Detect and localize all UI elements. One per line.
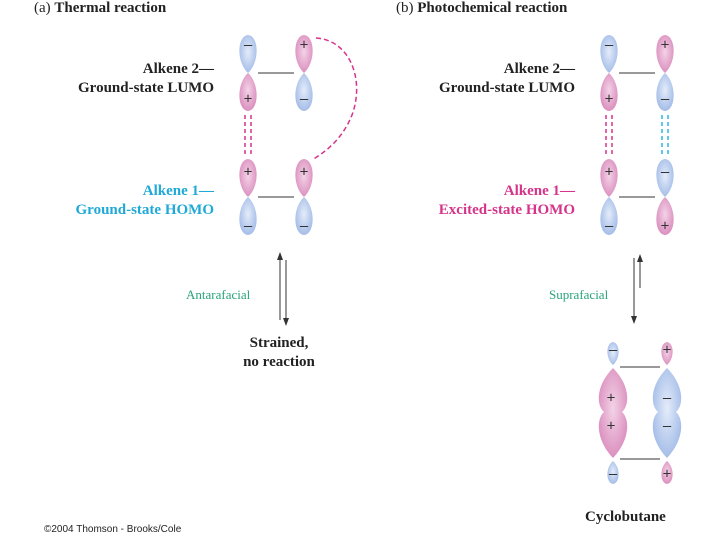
right-interactions xyxy=(605,115,669,156)
right-alkene2-line1: Alkene 2— xyxy=(503,61,575,77)
down-arrowhead xyxy=(631,316,637,324)
left-arrow-label: Antarafacial xyxy=(186,287,251,302)
merged-orbital-right xyxy=(652,368,682,458)
up-arrowhead xyxy=(637,254,643,262)
plus-sign: + xyxy=(661,218,670,235)
left-alkene2-label: Alkene 2— Ground-state LUMO xyxy=(78,60,214,98)
left-result-label: Strained, no reaction xyxy=(232,334,326,372)
left-result-line2: no reaction xyxy=(243,354,315,370)
right-result-line1: Cyclobutane xyxy=(585,509,666,525)
orbital-lobe xyxy=(600,73,618,111)
right-equilibrium-arrows xyxy=(631,254,643,324)
minus-sign: – xyxy=(605,37,614,54)
right-alkene2-orbitals: – + + – xyxy=(600,35,674,111)
minus-sign: – xyxy=(661,91,670,108)
left-alkene1-line2: Ground-state HOMO xyxy=(75,202,214,218)
plus-sign: + xyxy=(661,37,670,54)
orbital-lobe xyxy=(656,35,674,73)
left-equilibrium-arrows xyxy=(277,252,289,326)
orbital-lobe xyxy=(661,461,673,484)
orbital-lobe xyxy=(295,159,313,197)
orbital-lobe xyxy=(295,35,313,73)
orbital-lobe xyxy=(600,159,618,197)
plus-sign: + xyxy=(663,342,672,359)
left-interactions xyxy=(244,37,358,161)
plus-sign: + xyxy=(663,466,672,483)
right-panel-prefix: (b) xyxy=(396,0,414,16)
orbital-lobe xyxy=(600,197,618,235)
orbital-lobe xyxy=(239,35,257,73)
minus-sign: – xyxy=(244,37,253,54)
orbital-lobe xyxy=(239,197,257,235)
dashed-arc xyxy=(311,37,358,161)
right-alkene1-orbitals: + – – + xyxy=(600,159,674,235)
minus-sign: – xyxy=(663,418,672,435)
orbital-lobe xyxy=(656,73,674,111)
plus-sign: + xyxy=(605,164,614,181)
orbital-lobe xyxy=(600,35,618,73)
minus-sign: – xyxy=(609,342,618,359)
orbital-lobe xyxy=(239,159,257,197)
down-arrowhead xyxy=(283,318,289,326)
right-panel-title: (b) Photochemical reaction xyxy=(396,0,567,17)
orbital-lobe xyxy=(656,159,674,197)
right-alkene2-label: Alkene 2— Ground-state LUMO xyxy=(439,60,575,98)
orbital-lobe xyxy=(661,342,673,365)
orbital-lobe xyxy=(656,197,674,235)
orbital-lobe xyxy=(607,342,619,365)
orbital-lobe xyxy=(295,197,313,235)
right-alkene2-line2: Ground-state LUMO xyxy=(439,80,575,96)
left-alkene2-line1: Alkene 2— xyxy=(142,61,214,77)
copyright: ©2004 Thomson - Brooks/Cole xyxy=(44,524,182,535)
plus-sign: + xyxy=(244,164,253,181)
plus-sign: + xyxy=(300,37,309,54)
right-alkene1-line2: Excited-state HOMO xyxy=(438,202,575,218)
right-result-label: Cyclobutane xyxy=(585,508,666,527)
plus-sign: + xyxy=(244,91,253,108)
left-alkene1-line1: Alkene 1— xyxy=(142,183,214,199)
minus-sign: – xyxy=(244,218,253,235)
orbital-lobe xyxy=(607,461,619,484)
minus-sign: – xyxy=(300,218,309,235)
left-panel-title: (a) Thermal reaction xyxy=(34,0,166,17)
right-panel-title-text: Photochemical reaction xyxy=(417,0,568,16)
left-panel-title-text: Thermal reaction xyxy=(54,0,167,16)
left-result-line1: Strained, xyxy=(249,335,309,351)
minus-sign: – xyxy=(605,218,614,235)
plus-sign: + xyxy=(300,164,309,181)
plus-sign: + xyxy=(607,390,616,407)
merged-orbital-left xyxy=(598,368,628,458)
left-panel-prefix: (a) xyxy=(34,0,51,16)
left-alkene2-line2: Ground-state LUMO xyxy=(78,80,214,96)
left-alkene1-label: Alkene 1— Ground-state HOMO xyxy=(76,182,214,220)
orbital-lobe xyxy=(239,73,257,111)
minus-sign: – xyxy=(661,164,670,181)
left-alkene1-orbitals: + – + – xyxy=(239,159,313,235)
plus-sign: + xyxy=(607,418,616,435)
right-alkene1-line1: Alkene 1— xyxy=(503,183,575,199)
minus-sign: – xyxy=(300,91,309,108)
right-alkene1-label: Alkene 1— Excited-state HOMO xyxy=(439,182,575,220)
right-arrow-label: Suprafacial xyxy=(549,287,609,302)
up-arrowhead xyxy=(277,252,283,260)
left-alkene2-orbitals: – + + – xyxy=(239,35,313,111)
plus-sign: + xyxy=(605,91,614,108)
orbital-lobe xyxy=(295,73,313,111)
minus-sign: – xyxy=(663,390,672,407)
minus-sign: – xyxy=(609,466,618,483)
cyclobutane-orbitals: – + + + – – – + xyxy=(598,342,682,484)
